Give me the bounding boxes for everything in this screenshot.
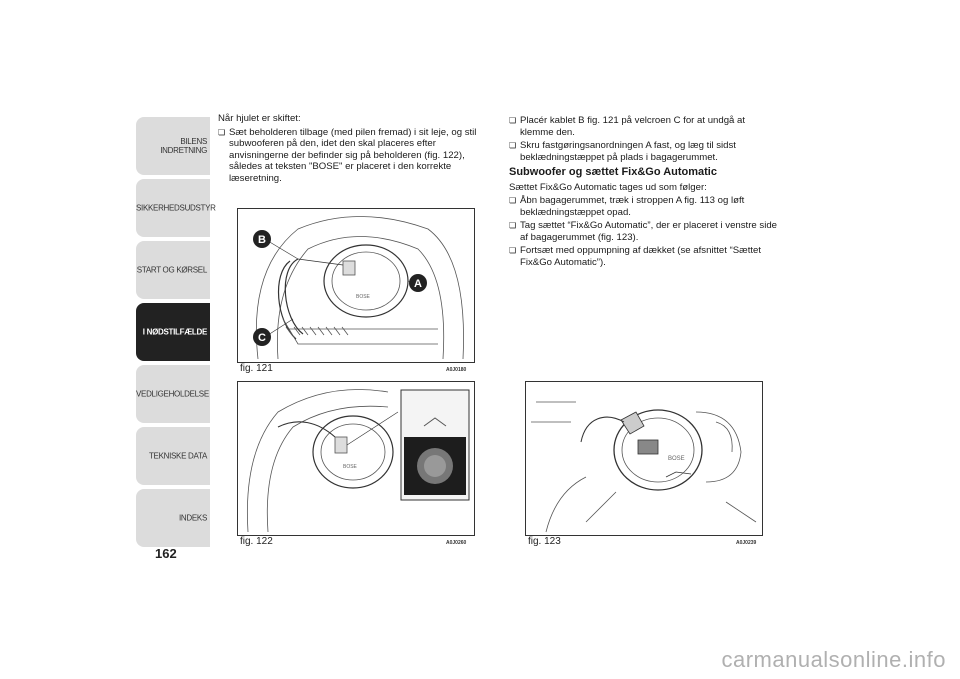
tab-sikkerhedsudstyr[interactable]: SIKKERHEDSUDSTYR <box>136 179 216 237</box>
tab-label: INDEKS <box>179 513 207 523</box>
page-number: 162 <box>155 546 177 561</box>
intro-text: Sættet Fix&Go Automatic tages ud som føl… <box>509 181 707 193</box>
tab-label: SIKKERHEDSUDSTYR <box>136 203 216 213</box>
figure-123-code: A0J0239 <box>736 540 757 546</box>
figure-123-caption: fig. 123 <box>528 536 561 547</box>
figure-121-code: A0J0180 <box>446 367 467 373</box>
tab-start-og-korsel[interactable]: START OG KØRSEL <box>136 241 210 299</box>
tab-indeks[interactable]: INDEKS <box>136 489 210 547</box>
subwoofer-installed-illustration: BOSE B C A <box>253 216 464 360</box>
tab-label: START OG KØRSEL <box>136 265 208 275</box>
callout-label-b: B <box>258 234 266 246</box>
instruction-bullet: Åbn bagagerummet, træk i stroppen A fig.… <box>509 195 779 218</box>
tab-i-nodstilfaelde[interactable]: I NØDSTILFÆLDE <box>136 303 210 361</box>
svg-text:BOSE: BOSE <box>668 456 685 462</box>
figure-123: BOSE <box>525 381 763 536</box>
instruction-bullet: Tag sættet “Fix&Go Automatic”, der er pl… <box>509 220 779 243</box>
tab-vedligeholdelse[interactable]: VEDLIGEHOLDELSE <box>136 365 210 423</box>
tab-label: I NØDSTILFÆLDE <box>142 327 208 337</box>
tab-label: BILENS INDRETNING <box>160 137 207 155</box>
callout-c <box>253 328 271 346</box>
tab-label: VEDLIGEHOLDELSE <box>136 389 209 399</box>
site-watermark: carmanualsonline.info <box>721 647 946 672</box>
tab-label: TEKNISKE DATA <box>148 451 207 461</box>
tab-tekniske-data[interactable]: TEKNISKE DATA <box>136 427 210 485</box>
instruction-bullet: Sæt beholderen tilbage (med pilen fremad… <box>218 127 496 185</box>
fix-and-go-kit-illustration: BOSE <box>531 401 757 533</box>
svg-text:BOSE: BOSE <box>356 294 371 300</box>
svg-text:BOSE: BOSE <box>343 464 358 470</box>
figure-121: BOSE B C A <box>237 208 475 363</box>
subwoofer-orientation-illustration: BOSE <box>247 389 470 533</box>
figure-122: BOSE <box>237 381 475 536</box>
tab-bilens-indretning[interactable]: BILENS INDRETNING <box>136 117 210 175</box>
figure-122-caption: fig. 122 <box>240 536 273 547</box>
right-text-column: Placér kablet B fig. 121 på velcroen C f… <box>509 113 779 268</box>
instruction-bullet: Skru fastgøringsanordningen A fast, og l… <box>509 140 779 163</box>
callout-label-c: C <box>258 332 266 344</box>
instruction-bullet: Placér kablet B fig. 121 på velcroen C f… <box>509 115 779 138</box>
callout-b <box>253 230 271 248</box>
figure-122-code: A0J0260 <box>446 540 467 546</box>
section-heading: Subwoofer og sættet Fix&Go Automatic <box>509 166 717 178</box>
left-text-column: Når hjulet er skiftet: Sæt beholderen ti… <box>218 113 496 184</box>
instruction-bullet: Fortsæt med oppumpning af dækket (se afs… <box>509 245 779 268</box>
intro-text: Når hjulet er skiftet: <box>218 113 301 124</box>
figure-121-caption: fig. 121 <box>240 363 273 374</box>
callout-label-a: A <box>414 278 422 290</box>
callout-a <box>409 274 427 292</box>
